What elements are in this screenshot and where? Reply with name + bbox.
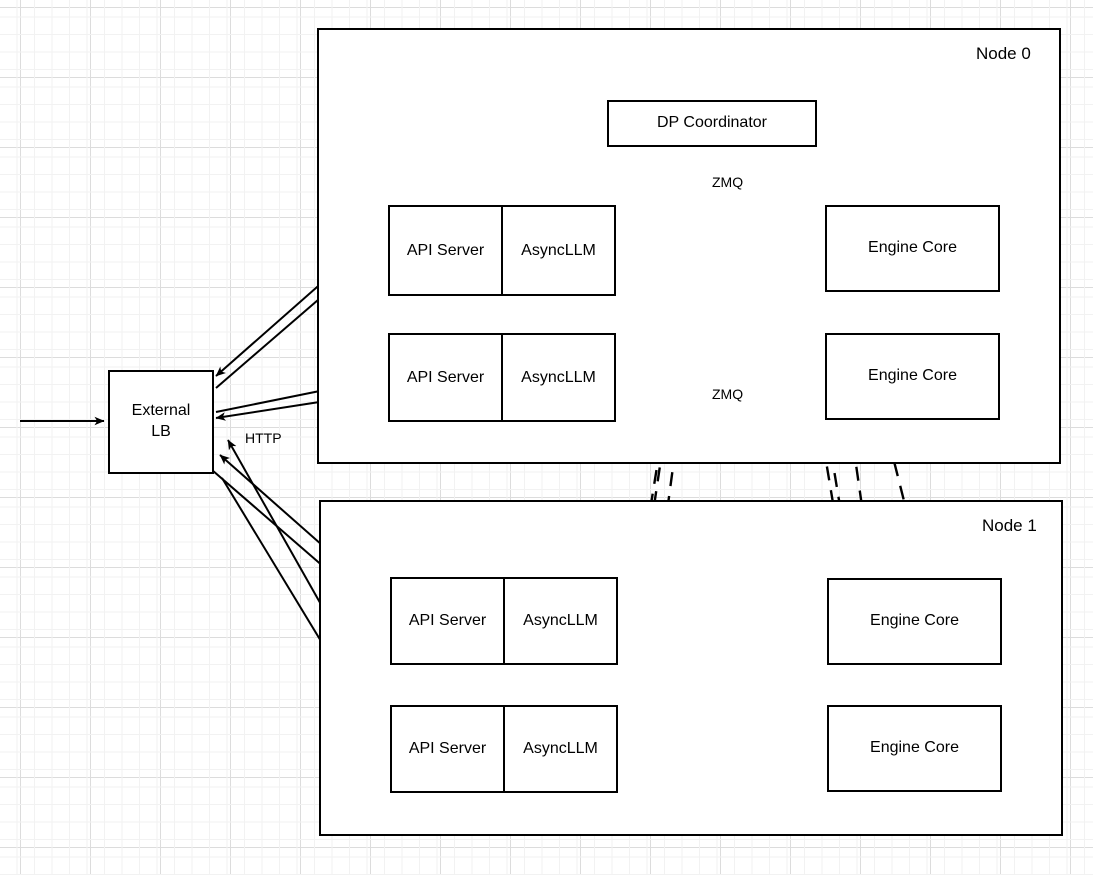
asyncllm-cell[interactable]: AsyncLLM [505, 579, 616, 663]
api-server-cell[interactable]: API Server [392, 579, 505, 663]
zmq-label-rank1: ZMQ [712, 386, 744, 402]
api-server-cell[interactable]: API Server [392, 707, 505, 791]
api-server-label: API Server [406, 368, 485, 386]
node-0-rank-0-engine-core[interactable]: Engine Core [825, 205, 1000, 292]
asyncllm-cell[interactable]: AsyncLLM [505, 707, 616, 791]
engine-core-label: Engine Core [868, 239, 957, 257]
asyncllm-cell[interactable]: AsyncLLM [503, 335, 614, 420]
node-1-rank-0-server-unit[interactable]: API Server AsyncLLM [390, 577, 618, 665]
asyncllm-cell[interactable]: AsyncLLM [503, 207, 614, 294]
external-lb-box[interactable]: External LB [108, 370, 214, 474]
asyncllm-label: AsyncLLM [521, 241, 596, 259]
engine-core-label: Engine Core [870, 612, 959, 630]
zmq-label-coordinator: ZMQ [712, 174, 744, 190]
engine-core-label: Engine Core [870, 739, 959, 757]
api-server-cell[interactable]: API Server [390, 207, 503, 294]
node-1-rank-1-server-unit[interactable]: API Server AsyncLLM [390, 705, 618, 793]
dp-coordinator-label: DP Coordinator [657, 114, 767, 132]
node-0-rank-0-server-unit[interactable]: API Server AsyncLLM [388, 205, 616, 296]
external-lb-label: External LB [131, 402, 191, 440]
api-server-label: API Server [406, 241, 485, 259]
node-1-rank-1-engine-core[interactable]: Engine Core [827, 705, 1002, 792]
engine-core-label: Engine Core [868, 367, 957, 385]
node-1-rank-0-engine-core[interactable]: Engine Core [827, 578, 1002, 665]
asyncllm-label: AsyncLLM [523, 612, 598, 629]
asyncllm-label: AsyncLLM [521, 368, 596, 386]
api-server-label: API Server [408, 740, 487, 757]
http-edge-label: HTTP [245, 430, 282, 446]
api-server-label: API Server [408, 612, 487, 629]
node-0-rank-1-server-unit[interactable]: API Server AsyncLLM [388, 333, 616, 422]
asyncllm-label: AsyncLLM [523, 740, 598, 757]
api-server-cell[interactable]: API Server [390, 335, 503, 420]
node-0-rank-1-engine-core[interactable]: Engine Core [825, 333, 1000, 420]
node-1-label: Node 1 [982, 516, 1037, 535]
dp-coordinator-box[interactable]: DP Coordinator [607, 100, 817, 147]
node-0-label: Node 0 [976, 44, 1031, 63]
